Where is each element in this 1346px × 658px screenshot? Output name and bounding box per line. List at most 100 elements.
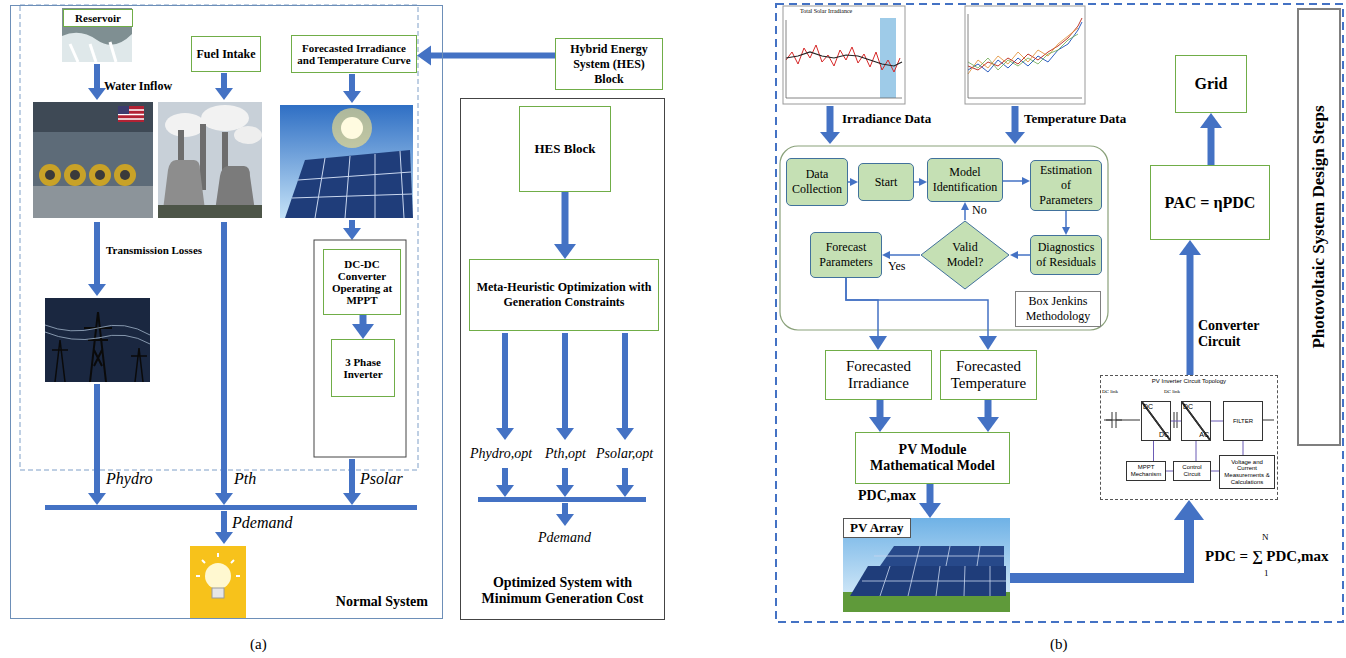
connector-line (1017, 254, 1030, 256)
node-text: PV Module Mathematical Model (860, 442, 1005, 474)
node-text: PV Inverter Circuit Topology (1101, 378, 1277, 384)
reservoir-picture (62, 8, 132, 62)
arrow-head (977, 417, 999, 432)
flow-arrow (1200, 113, 1222, 165)
process-box: Data Collection (786, 158, 848, 206)
arrow-head (882, 251, 890, 259)
circuit-wire (1211, 471, 1219, 472)
formula-limit: N (1262, 532, 1269, 542)
node-text: PV Array (843, 518, 911, 538)
control-block: Control Circuit (1173, 461, 1211, 481)
process-box: Start (858, 163, 914, 201)
formula-box: PAC = ηPDC (1150, 165, 1270, 240)
node-text: Meta-Heuristic Optimization with Generat… (474, 280, 654, 310)
node-text: DC-DC Converter Operating at MPPT (328, 258, 396, 306)
node-text: FILTER (1233, 418, 1253, 425)
node-text: Start (875, 175, 898, 190)
connector-line (1153, 441, 1154, 461)
node-text: 3 Phase Inverter (336, 356, 390, 380)
node-text: DC (1159, 431, 1169, 439)
decision-diamond: Valid Model? (920, 220, 1010, 290)
text-label: Converter Circuit (1198, 318, 1278, 350)
arrow-head (1200, 113, 1222, 128)
connector-line (846, 278, 878, 337)
connector-line (430, 53, 555, 59)
node-text: Grid (1195, 75, 1228, 93)
panel-tag: (b) (1050, 636, 1068, 653)
process-box: Forecasted Temperature (940, 350, 1037, 400)
connector-line (1065, 211, 1067, 228)
signal-name: DC link (1164, 389, 1180, 395)
connector-line (1010, 519, 1189, 578)
power-symbol: Phydro (106, 470, 153, 488)
process-box: Meta-Heuristic Optimization with Generat… (469, 259, 659, 331)
text-label: Transmission Losses (106, 244, 202, 257)
node-text: HES Block (534, 141, 595, 157)
bulb-picture (190, 546, 246, 618)
node-text: Forecasted Irradiance (830, 358, 927, 392)
connector-line (1211, 471, 1219, 472)
flow-arrow (1010, 251, 1030, 259)
control-block: Voltage and Current Measurements & Calcu… (1219, 455, 1275, 489)
process-box: 3 Phase Inverter (331, 339, 395, 397)
arrow-head (869, 336, 887, 350)
irradiance-chart (783, 6, 905, 104)
connector-line (1243, 441, 1244, 455)
node-text: Estimation of Parameters (1034, 163, 1098, 208)
flow-arrow (914, 178, 927, 186)
connector-line (877, 400, 884, 418)
text-label: Temperature Data (1024, 112, 1126, 127)
arrow-head (554, 244, 576, 259)
arrow-head (1022, 177, 1030, 185)
flow-arrow (1010, 500, 1204, 578)
flow-arrow (846, 278, 997, 350)
process-box: Forecasted Irradiance and Temperature Cu… (291, 35, 417, 73)
converter-block: DC DC (1141, 401, 1171, 441)
transmission-picture (45, 298, 150, 382)
formula: PDC = ∑ PDC,max (1205, 548, 1328, 565)
power-symbol: Psolar (360, 470, 403, 488)
flow-arrow (846, 278, 887, 350)
arrow-head (869, 417, 891, 432)
process-box: Diagnostics of Residuals (1030, 235, 1102, 275)
flow-arrow (848, 178, 858, 186)
power-symbol: Pdemand (538, 530, 591, 546)
node-text: Forecasted Temperature (945, 358, 1032, 392)
arrow-head (417, 46, 431, 66)
node-text: Data Collection (790, 167, 844, 197)
circuit-wire (1153, 441, 1154, 461)
power-symbol: Pdemand (232, 514, 292, 532)
node-text: PAC = ηPDC (1165, 194, 1256, 212)
connector-line (1211, 421, 1223, 422)
node-text: DC (1143, 403, 1153, 411)
panel-outline (776, 4, 1343, 622)
process-box: Forecast Parameters (810, 232, 882, 278)
connector-line (1171, 421, 1181, 422)
picture-label: Reservoir (63, 9, 133, 27)
flow-arrow (869, 400, 891, 432)
power-symbol: Pth (234, 470, 256, 488)
node-text: Diagnostics of Residuals (1034, 240, 1098, 270)
connector-line (360, 315, 367, 325)
node-text: Reservoir (75, 12, 121, 24)
region-outline (20, 5, 418, 470)
flow-arrow (1179, 240, 1201, 375)
node-text: Forecasted Irradiance and Temperature Cu… (296, 42, 412, 66)
node-text: MPPT Mechanism (1128, 464, 1164, 477)
process-box: PV Module Mathematical Model (855, 432, 1010, 484)
chart-title: Total Solar Irradiance (800, 8, 852, 15)
process-box: Hybrid Energy System (HES) Block (555, 38, 663, 90)
node-text: Photovoltaic System Design Steps (1309, 105, 1329, 348)
connector-line (927, 484, 934, 504)
flow-arrow (1003, 177, 1030, 185)
arrow-head (919, 178, 927, 186)
edge-label: No (972, 204, 987, 218)
circuit-wire (1171, 421, 1181, 422)
node-text: Normal System (336, 594, 428, 610)
node-text: AC (1199, 431, 1209, 439)
filter-block: FILTER (1223, 401, 1263, 441)
converter-enclosure (314, 240, 406, 457)
power-symbol: Psolar,opt (596, 446, 653, 462)
